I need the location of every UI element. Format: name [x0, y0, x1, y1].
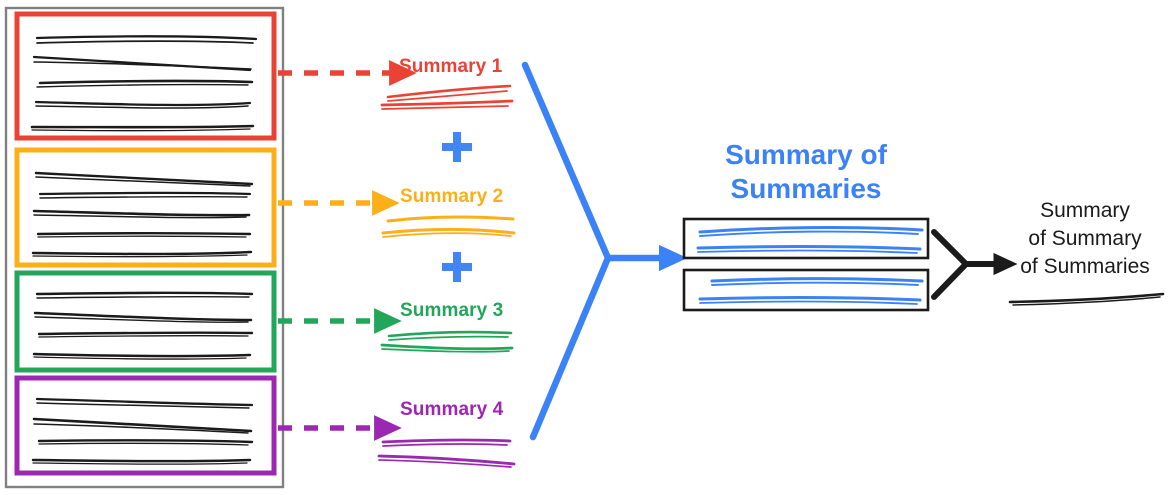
- sos-box-2[interactable]: [682, 268, 930, 312]
- summary-4-label: Summary 4: [400, 399, 504, 420]
- source-documents-container: [4, 6, 285, 489]
- sos-title-line-1: Summary of: [725, 139, 887, 170]
- plus-operator-1: [442, 132, 472, 162]
- summary-2-sketch: [381, 215, 516, 238]
- final-output-title: Summary of Summary of Summaries: [1005, 197, 1165, 281]
- summary-3-sketch: [380, 330, 514, 353]
- source-chunk-orange[interactable]: [14, 147, 277, 268]
- sos-box-1[interactable]: [682, 217, 930, 260]
- source-chunk-purple[interactable]: [14, 375, 277, 476]
- final-title-line-2: of Summary: [1028, 226, 1142, 250]
- sos-title-line-2: Summaries: [730, 173, 882, 205]
- summary-1-sketch: [380, 84, 514, 110]
- sketch-lines-red-chunk: [30, 35, 258, 132]
- summary-1-label: Summary 1: [399, 56, 503, 77]
- black-merge-arrow: [931, 229, 1018, 300]
- final-title-line-1: Summary: [1040, 199, 1130, 222]
- plus-operator-2: [442, 252, 472, 282]
- sketch-lines-green-chunk: [32, 291, 254, 360]
- blue-merge-arrow: [521, 61, 688, 441]
- source-chunk-red[interactable]: [14, 11, 277, 141]
- summary-4-sketch: [377, 438, 516, 468]
- summary-2-label: Summary 2: [400, 186, 504, 207]
- summary-3-label: Summary 3: [400, 300, 504, 321]
- sketch-lines-purple-chunk: [31, 397, 254, 465]
- sketch-lines-orange-chunk: [31, 171, 254, 258]
- sos-box-2-sketch: [698, 277, 924, 305]
- summary-of-summaries-title: Summary of Summaries: [684, 138, 928, 206]
- sos-box-1-sketch: [696, 226, 924, 254]
- final-title-line-3: of Summaries: [1020, 254, 1150, 278]
- source-chunk-green[interactable]: [14, 270, 277, 373]
- final-output-sketch: [1008, 292, 1165, 306]
